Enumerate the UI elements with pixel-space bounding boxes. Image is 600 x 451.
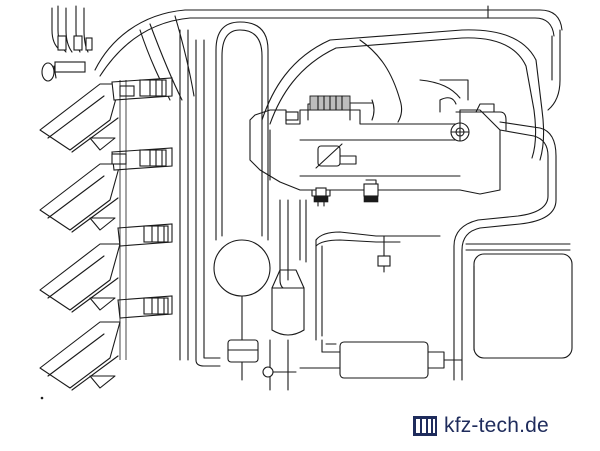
ignition-leads: [41, 5, 93, 82]
fuel-pump: [299, 339, 463, 379]
charcoal-canister: [215, 21, 269, 241]
sensors: [311, 179, 379, 207]
fuel-accumulator: [213, 239, 271, 391]
brand-logo-block: kfz-tech.de: [412, 408, 549, 444]
lower-hoses: [262, 199, 307, 391]
pressure-regulator: [285, 95, 373, 121]
vacuum-lines: [315, 231, 441, 341]
kfz-tech-logo-icon: [413, 416, 437, 436]
intake-plenum: [94, 5, 563, 101]
cylinder-runners: [39, 77, 173, 391]
fuel-return-ducts: [179, 29, 221, 367]
idle-valve: [439, 97, 507, 142]
brand-text: kfz-tech.de: [444, 414, 549, 437]
fuel-reservoir: [465, 243, 573, 359]
right-hose-loop: [453, 29, 561, 381]
air-intake-hose: [261, 29, 545, 161]
